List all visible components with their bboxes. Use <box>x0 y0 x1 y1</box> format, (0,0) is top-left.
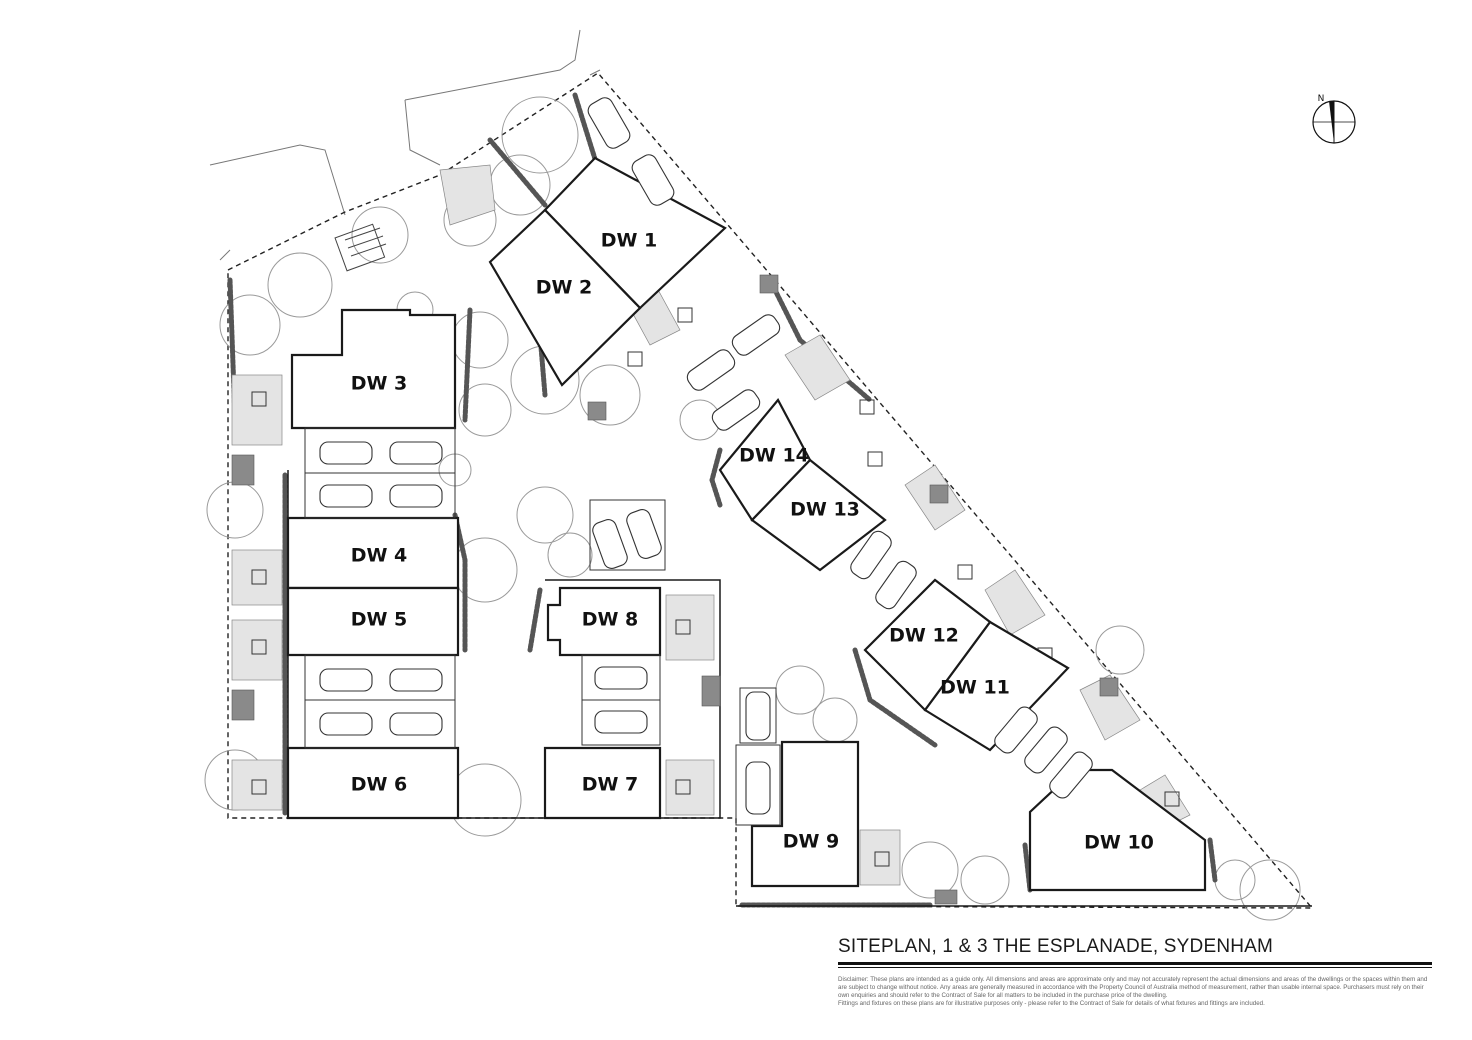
label-dw9: DW 9 <box>783 831 840 853</box>
feature-tiles <box>231 274 1119 905</box>
disclaimer: Disclaimer: These plans are intended as … <box>838 976 1432 1008</box>
label-dw7: DW 7 <box>582 774 639 796</box>
label-dw12: DW 12 <box>889 625 959 647</box>
label-dw5: DW 5 <box>351 609 408 631</box>
title-rule-thick <box>838 962 1432 965</box>
cars <box>319 97 1093 815</box>
paving <box>231 164 1191 886</box>
footprint-dw10 <box>1028 768 1207 892</box>
label-dw8: DW 8 <box>582 609 639 631</box>
label-dw4: DW 4 <box>351 545 408 567</box>
context-lines <box>209 29 601 261</box>
label-dw13: DW 13 <box>790 499 860 521</box>
entry-stairs <box>334 223 387 272</box>
label-dw1: DW 1 <box>601 230 658 252</box>
site-walls <box>287 470 1312 907</box>
footprint-dw3 <box>290 308 457 430</box>
footprint-dw12 <box>863 578 992 712</box>
label-dw11: DW 11 <box>940 677 1010 699</box>
dwelling-labels: DW 1 DW 2 DW 3 DW 4 DW 5 DW 6 DW 7 DW 8 … <box>351 230 1154 854</box>
label-dw3: DW 3 <box>351 373 408 395</box>
footprint-dw9 <box>750 740 860 888</box>
footprint-dw8 <box>546 586 662 657</box>
north-arrow: N <box>1312 94 1356 144</box>
footprint-dw2 <box>488 208 642 387</box>
disclaimer-fittings: Fittings and fixtures on these plans are… <box>838 1000 1265 1007</box>
label-dw14: DW 14 <box>739 445 809 467</box>
disclaimer-text: Disclaimer: These plans are intended as … <box>838 976 1428 999</box>
parking-bays <box>304 427 781 826</box>
dwelling-footprints <box>286 156 1207 892</box>
label-dw6: DW 6 <box>351 774 408 796</box>
label-dw2: DW 2 <box>536 277 593 299</box>
plan-title: SITEPLAN, 1 & 3 THE ESPLANADE, SYDENHAM <box>838 936 1274 957</box>
title-rule-thin <box>838 967 1432 968</box>
label-dw10: DW 10 <box>1084 832 1154 854</box>
north-arrow-letter: N <box>1318 94 1325 104</box>
outdoor-tables <box>251 307 1180 867</box>
footprint-dw14 <box>718 398 812 522</box>
